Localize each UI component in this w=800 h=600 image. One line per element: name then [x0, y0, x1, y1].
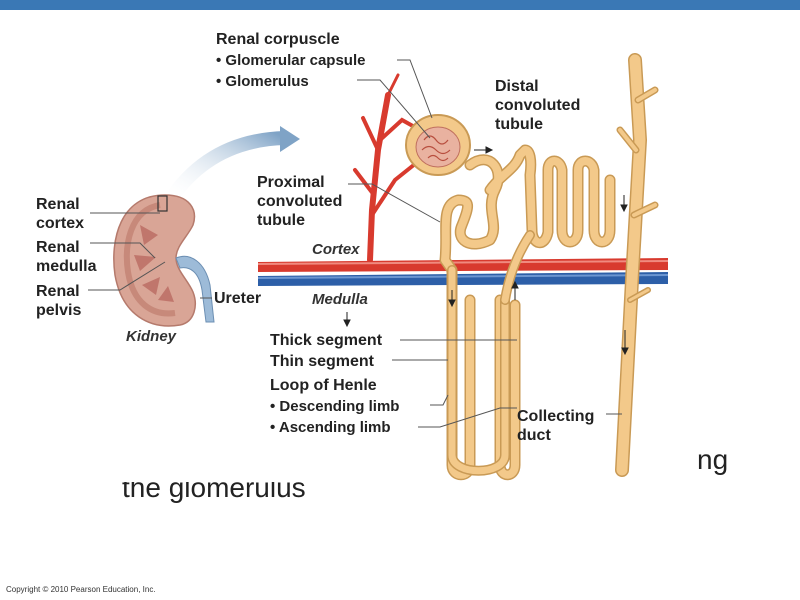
label-renal-cortex-line2: cortex: [36, 215, 84, 232]
leader-lines: [88, 59, 622, 428]
label-renal-medulla-line2: medulla: [36, 258, 97, 275]
label-medulla: Medulla: [312, 291, 368, 308]
label-proximal-line1: Proximal: [257, 174, 325, 191]
label-thick-segment: Thick segment: [270, 332, 383, 349]
transition-arrow: [163, 126, 300, 207]
renal-corpuscle: [405, 114, 471, 176]
label-renal-medulla-line1: Renal: [36, 239, 80, 256]
label-renal-pelvis-line2: pelvis: [36, 302, 81, 319]
diagram-labels: Renal corpuscle • Glomerular capsule • G…: [36, 31, 594, 444]
label-proximal-line3: tubule: [257, 212, 305, 229]
header-bar: [0, 0, 800, 10]
label-proximal-line2: convoluted: [257, 193, 342, 210]
flow-arrows: [343, 146, 629, 356]
slide-text-fragment-bottom-clip: the glomerulus: [122, 482, 362, 504]
label-cortex: Cortex: [312, 241, 360, 258]
label-thin-segment: Thin segment: [270, 353, 375, 370]
label-renal-cortex-line1: Renal: [36, 196, 80, 213]
label-distal-line1: Distal: [495, 78, 539, 95]
label-glomerulus: • Glomerulus: [216, 73, 309, 90]
label-collecting-line2: duct: [517, 427, 551, 444]
label-distal-line3: tubule: [495, 116, 543, 133]
label-renal-pelvis-line1: Renal: [36, 283, 80, 300]
label-loop-of-henle: Loop of Henle: [270, 377, 377, 394]
slide-text-fragment-right: ng: [697, 444, 729, 475]
label-descending-limb: • Descending limb: [270, 398, 399, 415]
label-kidney: Kidney: [126, 328, 177, 345]
blood-vessel-bands: [257, 258, 669, 286]
collecting-duct: [615, 53, 659, 477]
label-glomerular-capsule: • Glomerular capsule: [216, 52, 365, 69]
label-ureter: Ureter: [214, 290, 261, 307]
label-renal-corpuscle: Renal corpuscle: [216, 31, 340, 48]
arteriole-tree: [353, 73, 422, 263]
slide-text-fragment-bottom: the glomerulus: [122, 482, 306, 503]
kidney-illustration: [113, 194, 215, 327]
copyright-notice: Copyright © 2010 Pearson Education, Inc.: [6, 585, 156, 594]
label-ascending-limb: • Ascending limb: [270, 419, 391, 436]
label-distal-line2: convoluted: [495, 97, 580, 114]
label-collecting-line1: Collecting: [517, 408, 594, 425]
nephron-tubule: [439, 144, 616, 481]
